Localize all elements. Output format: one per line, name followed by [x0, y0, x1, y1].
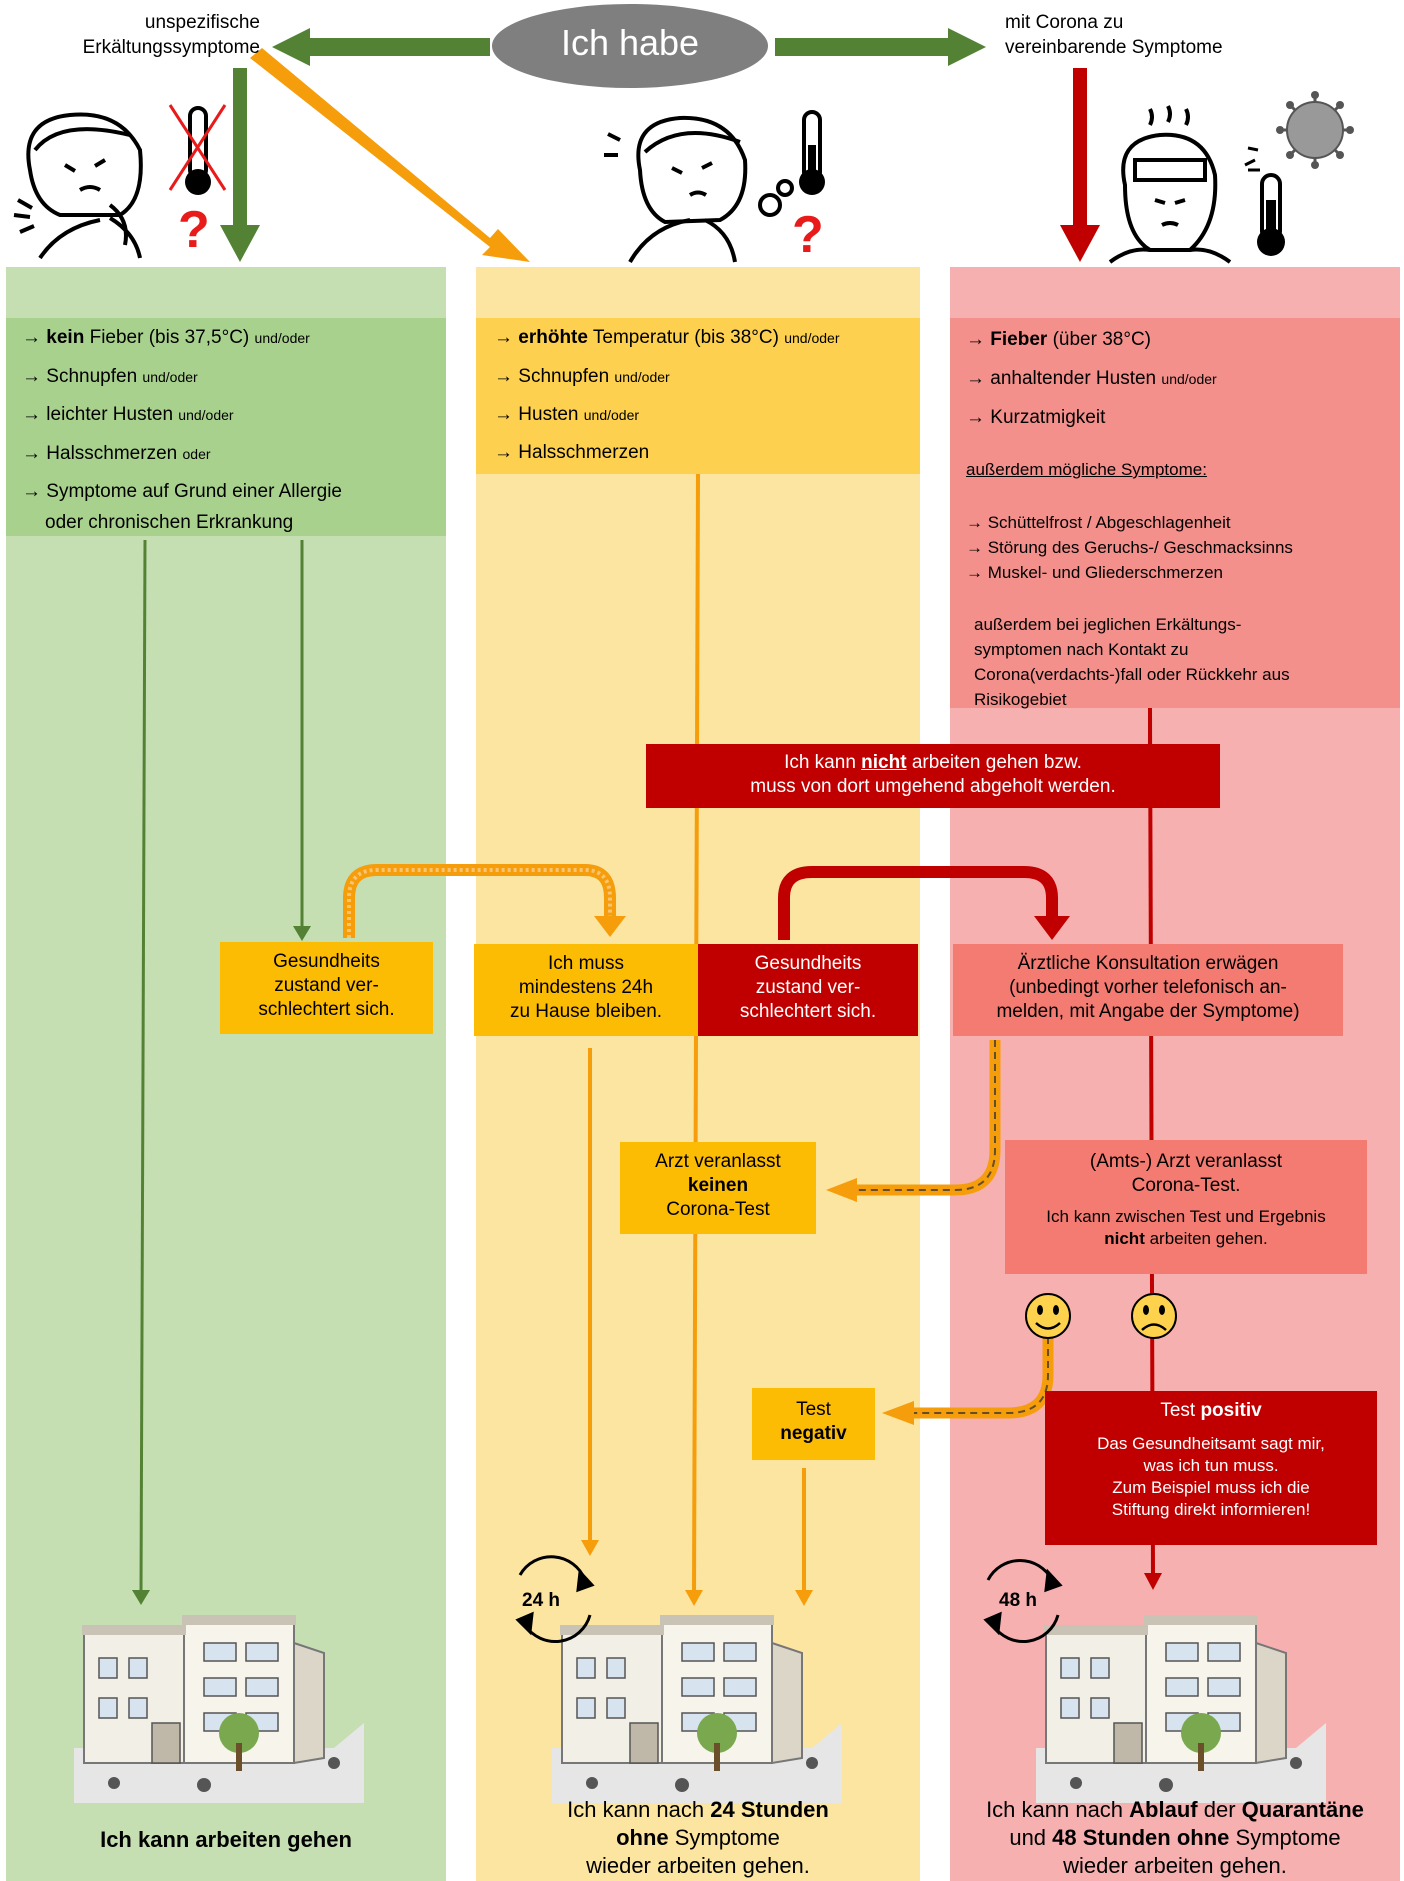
header-left-text: unspezifische Erkältungssymptome	[82, 12, 260, 58]
red-symptom-box	[950, 318, 1400, 708]
red-also-list: → Schüttelfrost / Abgeschlagenheit → Stö…	[966, 513, 1293, 582]
green-symptom-5: → Symptome auf Grund einer Allergie	[22, 481, 342, 502]
test-positive-box: Test positiv Das Gesundheitsamt sagt mir…	[1045, 1391, 1377, 1545]
yellow-final-text: Ich kann nach 24 Stunden ohne Symptome w…	[567, 1797, 829, 1878]
question-mark-yellow: ?	[792, 206, 824, 264]
arrow-right-green	[775, 28, 986, 66]
arrow-green-down	[220, 68, 260, 262]
header-right-text: mit Corona zu vereinbarende Symptome	[1005, 12, 1223, 58]
ich-habe-label: Ich habe	[560, 22, 700, 63]
green-symptom-3: → leichter Husten und/oder	[22, 404, 234, 425]
timer-24h-label: 24 h	[522, 1590, 561, 1611]
consultation-box: Ärztliche Konsultation erwägen(unbedingt…	[953, 944, 1343, 1036]
arrow-red-down	[1060, 68, 1100, 262]
ich-habe-ellipse	[492, 4, 768, 88]
red-also-heading: außerdem mögliche Symptome:	[966, 460, 1207, 479]
arrow-left-green	[272, 28, 490, 66]
red-final-text: Ich kann nach Ablauf der Quarantäne und …	[986, 1797, 1364, 1878]
yellow-symptom-3: → Husten und/oder	[494, 404, 640, 425]
arrow-orange-diagonal	[250, 48, 530, 262]
test-ordered-box: (Amts-) Arzt veranlasst Corona-Test. Ich…	[1005, 1140, 1367, 1274]
green-symptom-4: → Halsschmerzen oder	[22, 443, 211, 464]
question-mark-green: ?	[178, 201, 210, 259]
green-symptom-2: → Schnupfen und/oder	[22, 366, 198, 387]
yellow-symptom-4: → Halsschmerzen	[494, 442, 650, 463]
red-symptom-2: → anhaltender Husten und/oder	[966, 368, 1217, 389]
red-contact-note: außerdem bei jeglichen Erkältungs- sympt…	[974, 615, 1290, 709]
green-symptom-1: → kein Fieber (bis 37,5°C) und/oder	[22, 327, 310, 348]
yellow-symptom-2: → Schnupfen und/oder	[494, 366, 670, 387]
cannot-work-box: Ich kann nicht arbeiten gehen bzw. muss …	[646, 744, 1220, 808]
timer-48h-label: 48 h	[999, 1590, 1038, 1611]
green-symptom-5-cont: oder chronischen Erkrankung	[45, 512, 294, 533]
red-symptom-1: → Fieber (über 38°C)	[966, 329, 1152, 350]
green-symptom-box	[6, 318, 446, 536]
green-final-text: Ich kann arbeiten gehen	[100, 1827, 352, 1852]
yellow-symptom-1: → erhöhte Temperatur (bis 38°C) und/oder	[494, 327, 840, 348]
yellow-symptom-box	[476, 318, 920, 474]
column-green	[6, 267, 446, 1881]
red-symptom-3: → Kurzatmigkeit	[966, 407, 1106, 428]
